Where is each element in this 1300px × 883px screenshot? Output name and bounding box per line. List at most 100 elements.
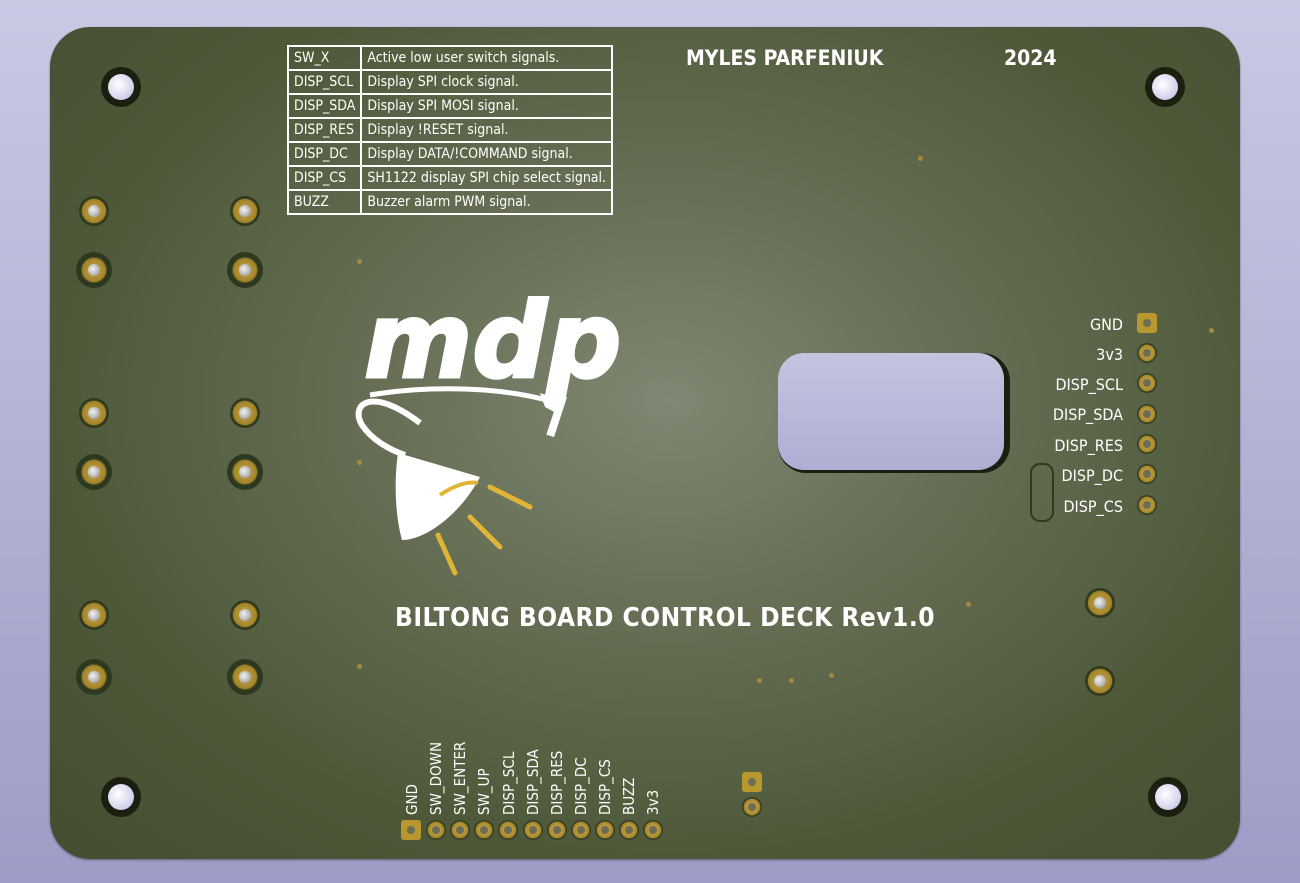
bottom-header-label: SW_ENTER [451, 741, 469, 815]
power-pin [742, 797, 762, 817]
mdp-logo: mdp [355, 279, 623, 576]
header-pin [1137, 434, 1157, 454]
bottom-header-label: 3v3 [644, 789, 662, 815]
description-cell: Active low user switch signals. [360, 45, 614, 71]
switch-pad [79, 600, 109, 630]
display-header-label: DISP_SCL [1055, 375, 1123, 394]
display-cutout [778, 353, 1010, 473]
display-header-label: DISP_RES [1054, 436, 1123, 455]
mounting-hole-bottom-left [101, 777, 141, 817]
header-pin [1137, 495, 1157, 515]
via [357, 664, 362, 669]
switch-pad [79, 398, 109, 428]
via [966, 602, 971, 607]
bottom-header-label: BUZZ [620, 777, 638, 815]
signal-cell: DISP_DC [286, 141, 363, 167]
plug-prong [546, 394, 567, 438]
header-pin [426, 820, 446, 840]
switch-pad [230, 600, 260, 630]
header-pin [450, 820, 470, 840]
header-pin [523, 820, 543, 840]
signal-cell: SW_X [286, 45, 363, 71]
via [357, 460, 362, 465]
signal-cell: DISP_RES [286, 117, 363, 143]
signal-cell: DISP_SDA [286, 93, 363, 119]
via [918, 156, 923, 161]
switch-pad [76, 659, 112, 695]
description-cell: Buzzer alarm PWM signal. [360, 189, 614, 215]
bottom-header-label: DISP_SCL [500, 751, 518, 815]
mounting-hole-top-right [1145, 67, 1185, 107]
switch-pad [227, 659, 263, 695]
header-pin [401, 820, 421, 840]
display-header-label: 3v3 [1096, 345, 1123, 364]
signal-cell: DISP_CS [286, 165, 363, 191]
bottom-header-label: DISP_RES [548, 750, 566, 815]
mounting-hole-bottom-right [1148, 777, 1188, 817]
header-pin [1137, 373, 1157, 393]
bottom-header-label: GND [403, 784, 421, 815]
display-header-label: DISP_DC [1061, 466, 1123, 485]
via [829, 673, 834, 678]
year-label: 2024 [1004, 46, 1057, 70]
lamp-cord [355, 398, 422, 458]
via [789, 678, 794, 683]
description-cell: Display DATA/!COMMAND signal. [360, 141, 614, 167]
via [757, 678, 762, 683]
buzzer-pad [1085, 588, 1115, 618]
lamp-cord-plug [369, 386, 551, 404]
bottom-header-label: DISP_SDA [524, 749, 542, 815]
switch-pad [230, 398, 260, 428]
bottom-header-label: DISP_DC [572, 757, 590, 815]
board-title: BILTONG BOARD CONTROL DECK Rev1.0 [395, 603, 935, 633]
signal-cell: DISP_SCL [286, 69, 363, 95]
lamp-accent [438, 480, 479, 497]
header-pin [1137, 464, 1157, 484]
header-pin [1137, 404, 1157, 424]
mounting-hole-top-left [101, 67, 141, 107]
author-label: MYLES PARFENIUK [686, 46, 884, 70]
header-pin [1137, 313, 1157, 333]
switch-pad [79, 196, 109, 226]
light-ray [435, 532, 458, 576]
buzzer-pad [1085, 666, 1115, 696]
header-pin [571, 820, 591, 840]
header-pin [1137, 343, 1157, 363]
lamp-shade [395, 453, 480, 540]
logo-text: mdp [364, 280, 621, 402]
switch-pad [227, 454, 263, 490]
power-pin [742, 772, 762, 792]
description-cell: Display !RESET signal. [360, 117, 614, 143]
header-pin [474, 820, 494, 840]
light-ray [467, 514, 503, 550]
pcb-board [50, 27, 1240, 859]
header-pin [595, 820, 615, 840]
switch-pad [76, 252, 112, 288]
header-pin [619, 820, 639, 840]
bottom-header-label: DISP_CS [596, 759, 614, 815]
description-cell: Display SPI MOSI signal. [360, 93, 614, 119]
bottom-header-label: SW_UP [475, 768, 493, 815]
switch-pad [76, 454, 112, 490]
pad-bridge [1030, 463, 1054, 522]
header-pin [643, 820, 663, 840]
switch-pad [227, 252, 263, 288]
bottom-header-label: SW_DOWN [427, 741, 445, 815]
switch-pad [230, 196, 260, 226]
description-cell: Display SPI clock signal. [360, 69, 614, 95]
via [357, 259, 362, 264]
display-header-label: DISP_CS [1063, 497, 1123, 516]
header-pin [498, 820, 518, 840]
description-cell: SH1122 display SPI chip select signal. [360, 165, 614, 191]
display-header-label: DISP_SDA [1052, 405, 1123, 424]
light-ray [487, 484, 533, 510]
display-header-label: GND [1089, 315, 1123, 334]
